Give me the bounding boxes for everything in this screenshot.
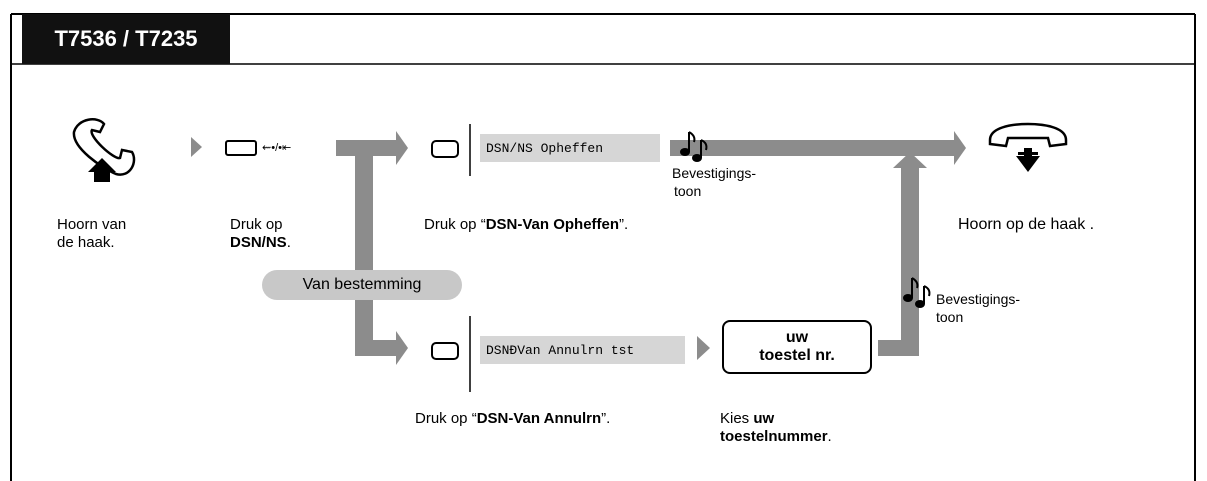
- music-note-icon-right: [903, 277, 931, 308]
- flow-arrow-1: [396, 131, 408, 165]
- tone-right-line2: toon: [936, 309, 964, 325]
- tone-right-line1: Bevestigings-: [936, 291, 1021, 307]
- flow-arrow-onhook: [954, 131, 966, 165]
- offhook-caption: Hoorn van de haak.: [57, 216, 126, 252]
- lcd-display-top: DSN/NS Opheffen: [480, 134, 660, 162]
- extension-caption-suffix: .: [827, 428, 832, 445]
- cancel-bottom-suffix: ”.: [601, 410, 611, 427]
- tone-top-caption: Bevestigings- toon: [672, 164, 756, 200]
- extension-caption-prefix: Kies: [720, 410, 754, 427]
- tone-top-line1: Bevestigings-: [672, 165, 757, 181]
- dsn-caption: Druk op DSN/NS.: [230, 216, 291, 252]
- header-badge-bg: [22, 14, 230, 64]
- onhook-caption: Hoorn op de haak .: [958, 216, 1095, 233]
- offhook-line2: de haak.: [57, 234, 115, 251]
- dsn-key-icon: [225, 140, 257, 156]
- cancel-bottom-bold: DSN-Van Annulrn: [476, 410, 602, 427]
- cancel-top-bold: DSN-Van Opheffen: [485, 216, 620, 233]
- dsn-line1: Druk op: [230, 216, 283, 233]
- handset-onhook-icon: [988, 122, 1068, 172]
- lcd-display-bottom: DSNÐVan Annulrn tst: [480, 336, 685, 364]
- arrow-to-extension: [697, 336, 710, 360]
- dsn-bold: DSN/NS: [230, 234, 287, 251]
- dsn-suffix: .: [286, 234, 291, 251]
- tone-top-line2: toon: [674, 183, 702, 199]
- return-vertical-bar: [901, 166, 919, 356]
- cancel-bottom-caption: Druk op “DSN-Van Annulrn”.: [415, 410, 610, 428]
- branch-bottom-line: [355, 340, 399, 356]
- header-badge: T7536 / T7235: [22, 14, 230, 64]
- extension-caption-bold2: toestelnummer: [720, 428, 828, 445]
- tone-right-caption: Bevestigings- toon: [936, 290, 1020, 326]
- model-title: T7536 / T7235: [54, 26, 198, 51]
- cancel-bottom-prefix: Druk op “: [415, 410, 477, 427]
- return-bottom-line: [878, 340, 919, 356]
- extension-box-line2: toestel nr.: [759, 347, 835, 364]
- handset-offhook-icon: [72, 118, 136, 182]
- cancel-top-caption: Druk op “DSN-Van Opheffen”.: [424, 216, 628, 234]
- return-arrow-up: [893, 152, 927, 168]
- extension-number-box: uw toestel nr.: [722, 320, 872, 374]
- music-note-icon-top: [680, 131, 708, 162]
- offhook-line1: Hoorn van: [57, 216, 127, 233]
- extension-caption: Kies uw toestelnummer.: [720, 410, 832, 446]
- soft-key-bottom-icon: [431, 342, 459, 360]
- extension-box-line1: uw: [785, 329, 809, 346]
- soft-key-top-icon: [431, 140, 459, 158]
- cancel-top-suffix: ”.: [619, 216, 629, 233]
- arrow-1: [191, 137, 202, 157]
- flow-arrow-bottom: [396, 331, 408, 365]
- extension-caption-bold1: uw: [753, 410, 775, 427]
- cancel-top-prefix: Druk op “: [424, 216, 486, 233]
- flow-line-top: [670, 140, 955, 156]
- branch-pill: Van bestemming: [262, 270, 462, 300]
- dsn-key-symbols: ⇜•/•⇤: [262, 142, 292, 154]
- branch-vertical-bar: [355, 140, 373, 356]
